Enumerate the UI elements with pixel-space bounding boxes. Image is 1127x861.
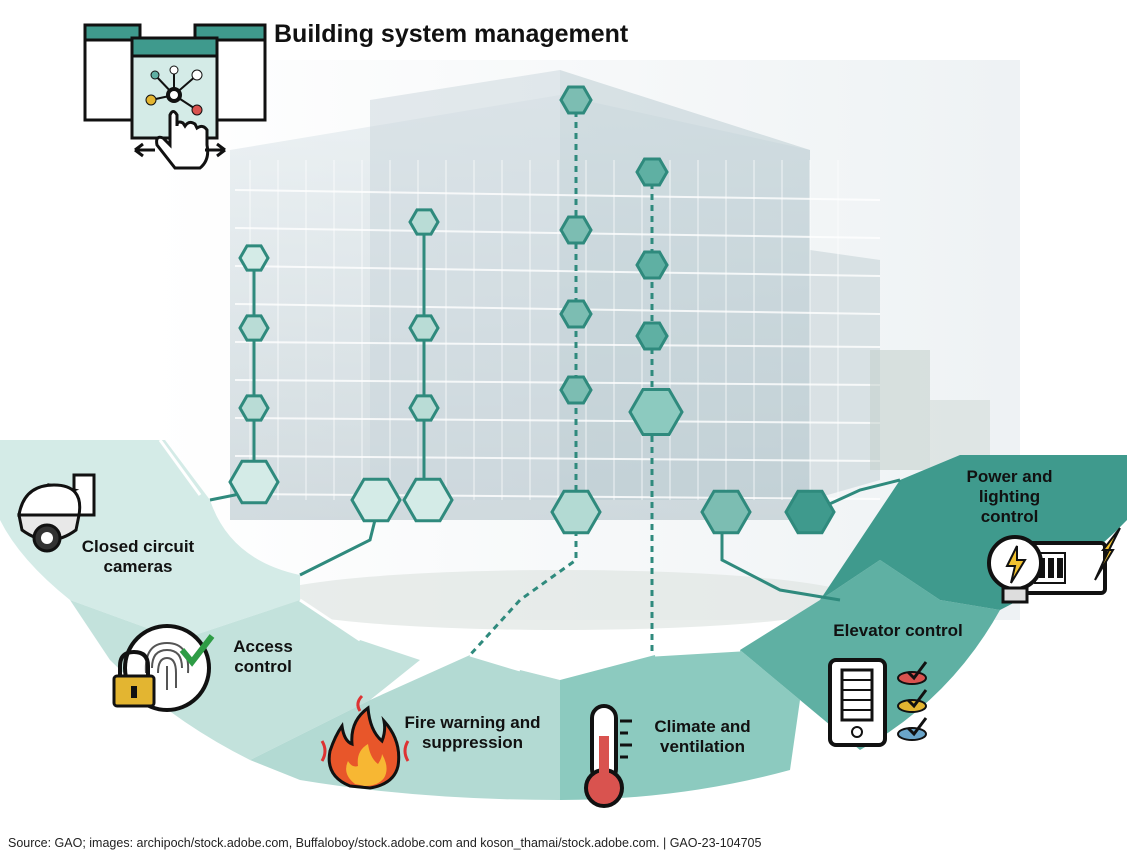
- elevator-icon: [828, 658, 928, 747]
- hex-node: [635, 157, 669, 187]
- security-camera-icon: [17, 473, 96, 553]
- hex-node: [559, 299, 593, 329]
- fingerprint-lock-icon: [112, 624, 215, 712]
- source-note: Source: GAO; images: archipoch/stock.ado…: [8, 836, 762, 850]
- page-title: Building system management: [274, 20, 629, 48]
- segment-fire: [250, 655, 560, 800]
- hex-node: [238, 314, 270, 342]
- lightbulb-battery-icon: [987, 527, 1121, 604]
- hex-node: [559, 215, 593, 245]
- hex-node: [238, 244, 270, 272]
- hex-node: [350, 477, 402, 523]
- hex-node: [635, 250, 669, 280]
- hex-node: [408, 314, 440, 342]
- hex-node: [550, 489, 602, 535]
- hex-node: [559, 85, 593, 115]
- system-ring: [0, 439, 1127, 800]
- fire-icon: [320, 694, 410, 790]
- hex-node: [635, 321, 669, 351]
- hex-node: [784, 489, 836, 535]
- hex-nodes: [228, 85, 836, 535]
- segment-climate: [560, 650, 800, 800]
- hex-node: [408, 394, 440, 422]
- hex-node: [238, 394, 270, 422]
- hex-node: [408, 208, 440, 236]
- segment-elevator: [740, 560, 1000, 750]
- hex-node: [402, 477, 454, 523]
- hex-node: [559, 375, 593, 405]
- dashboard-hand-icon: [83, 23, 267, 170]
- label-elevator-control: Elevator control: [833, 621, 963, 640]
- hex-node: [228, 459, 280, 505]
- hex-node: [700, 489, 752, 535]
- thermometer-icon: [584, 704, 632, 808]
- hex-node: [628, 388, 684, 436]
